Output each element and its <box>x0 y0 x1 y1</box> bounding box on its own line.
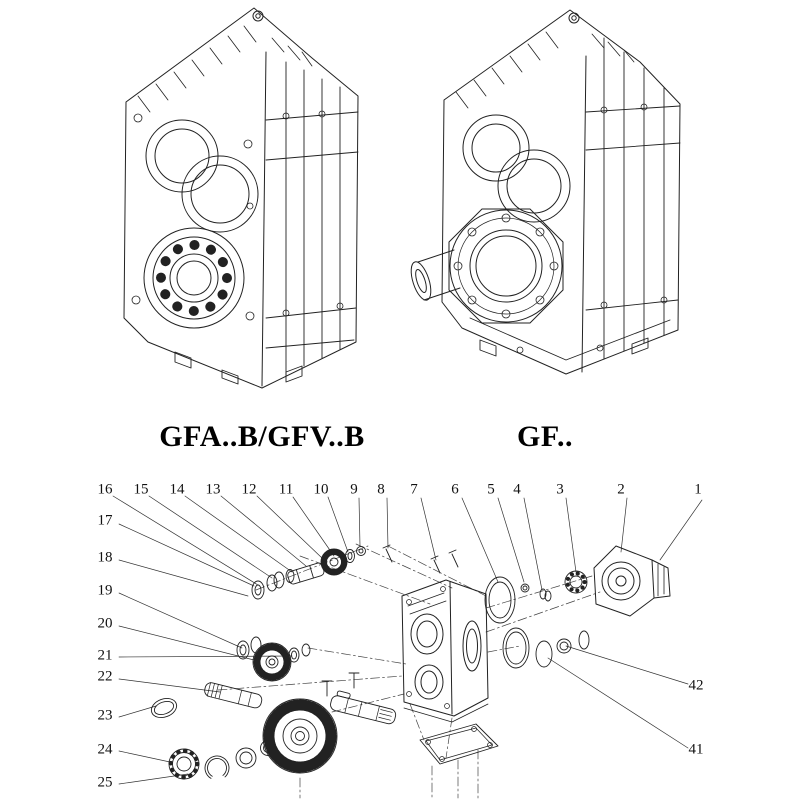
model-label-left: GFA..B/GFV..B <box>159 420 365 453</box>
part-output-gear <box>262 698 338 774</box>
part-callout: 5 <box>487 481 495 498</box>
part-callout: 17 <box>97 512 113 529</box>
part-gasket-plate <box>419 723 499 765</box>
part-bearing-set <box>168 740 276 781</box>
part-input-shaft-set <box>251 544 459 600</box>
part-callout: 4 <box>513 481 521 498</box>
part-intermediate-gear-set <box>236 636 311 682</box>
part-pinion-shaft <box>204 682 263 709</box>
part-callout: 41 <box>688 741 704 758</box>
part-callout: 25 <box>97 774 113 791</box>
part-callout: 19 <box>97 582 113 599</box>
part-callout: 3 <box>556 481 564 498</box>
part-callout: 1 <box>694 481 702 498</box>
part-callout: 2 <box>617 481 625 498</box>
part-callout: 7 <box>410 481 418 498</box>
part-callout: 23 <box>97 707 113 724</box>
part-callout: 8 <box>377 481 385 498</box>
part-oil-seal-ring <box>150 697 178 719</box>
part-callout: 20 <box>97 615 113 632</box>
leader-lines-right <box>547 645 689 749</box>
part-callout: 10 <box>313 481 329 498</box>
part-callout: 15 <box>133 481 149 498</box>
part-output-shaft <box>330 690 397 725</box>
gearbox-drawing-flange <box>410 9 681 375</box>
exploded-view-drawing <box>112 495 703 799</box>
part-callout: 18 <box>97 549 113 566</box>
part-callout: 21 <box>97 647 113 664</box>
part-callout: 42 <box>688 677 704 694</box>
part-callout: 16 <box>97 481 113 498</box>
part-rings-and-seals <box>484 570 590 669</box>
part-callout: 11 <box>278 481 294 498</box>
model-label-right: GF.. <box>517 420 573 453</box>
part-callout: 9 <box>350 481 358 498</box>
part-callout: 22 <box>97 668 113 685</box>
part-housing <box>401 579 489 723</box>
part-callout: 6 <box>451 481 459 498</box>
gearbox-drawing-shaft-mounted <box>123 7 359 389</box>
leader-lines-left <box>118 523 293 785</box>
part-callout: 13 <box>205 481 221 498</box>
part-callout: 24 <box>97 741 113 758</box>
part-motor-adapter <box>593 545 671 617</box>
leader-lines-top <box>112 495 703 591</box>
part-bolts <box>321 672 360 697</box>
part-callout: 14 <box>169 481 185 498</box>
part-callout: 12 <box>241 481 257 498</box>
